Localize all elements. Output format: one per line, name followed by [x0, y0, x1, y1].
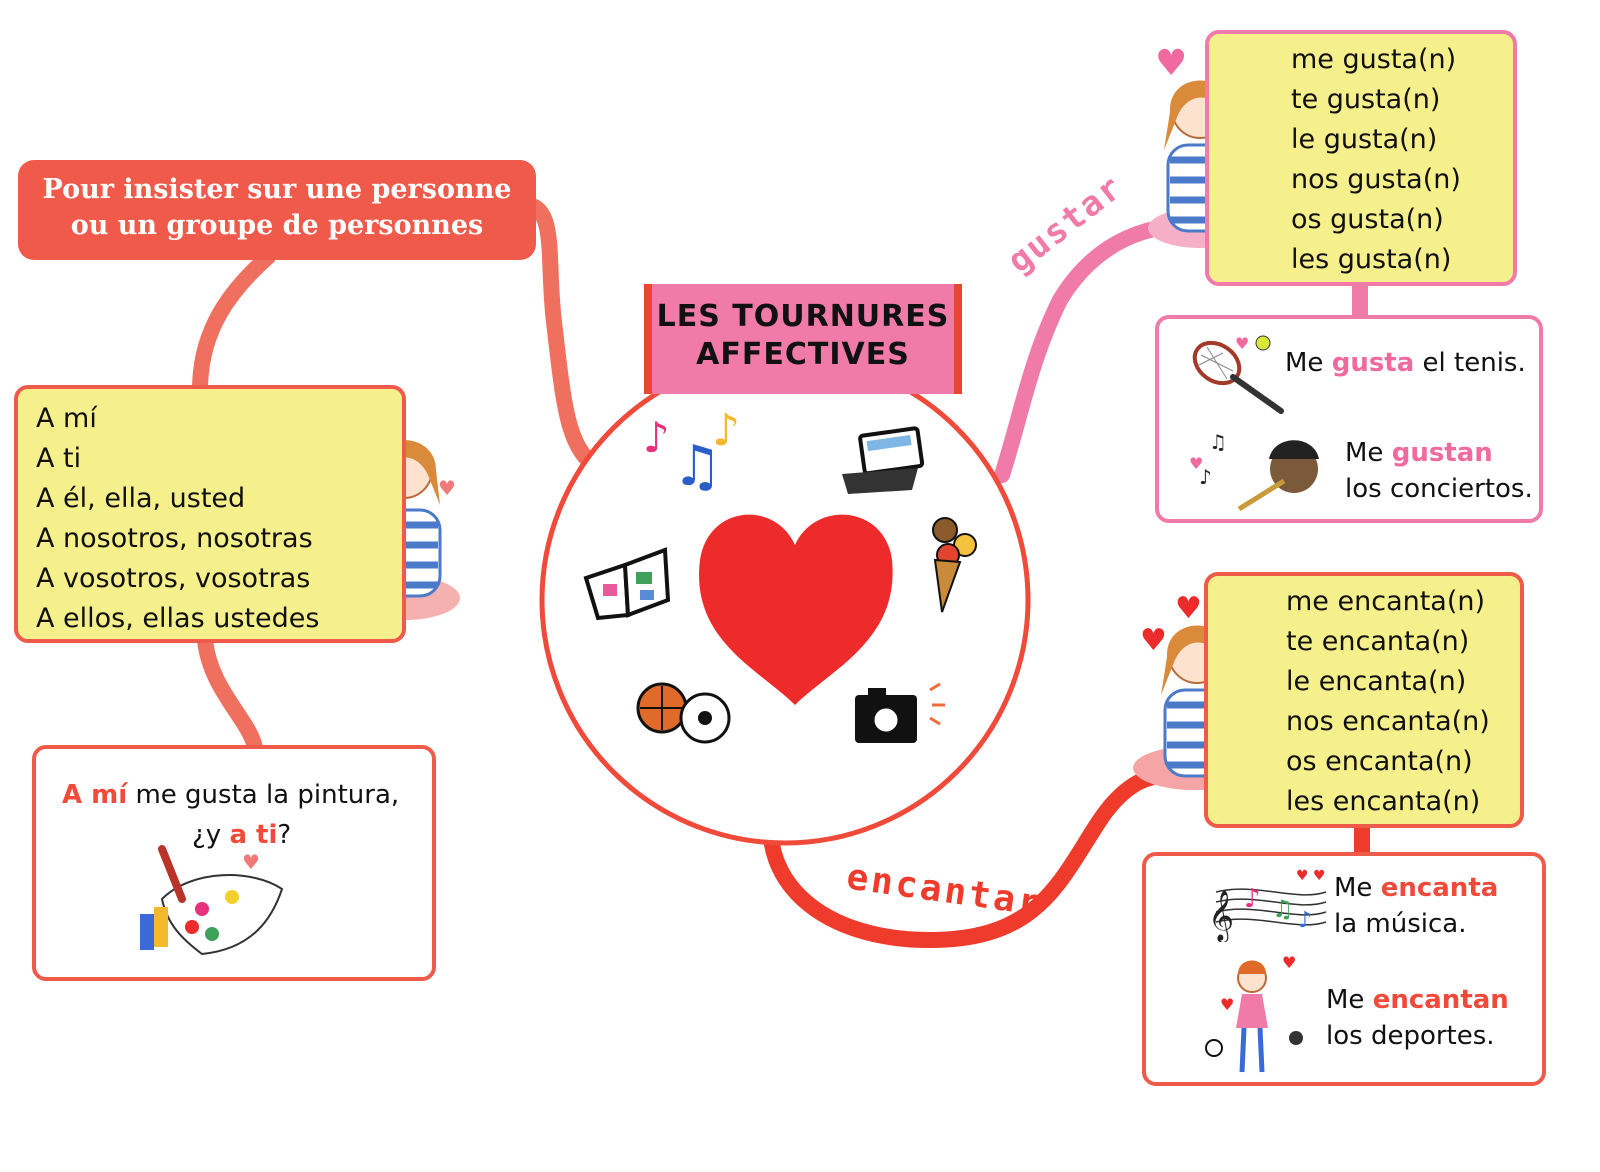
- gustar-form: les gusta(n): [1291, 244, 1452, 275]
- camera-icon: [855, 682, 945, 743]
- example-y: ¿y: [192, 820, 230, 850]
- encantar-example-2: Me encantan los deportes.: [1326, 982, 1509, 1054]
- example-question: ?: [277, 820, 292, 850]
- svg-text:♪: ♪: [1298, 908, 1312, 933]
- svg-text:♫: ♫: [672, 434, 722, 499]
- gustar-example-1: Me gusta el tenis.: [1285, 345, 1526, 381]
- ex-verb: encanta: [1380, 873, 1499, 903]
- example-left-line-1: A mí me gusta la pintura,: [62, 777, 399, 813]
- svg-text:♫: ♫: [1272, 895, 1294, 923]
- ex-post: el tenis.: [1414, 348, 1526, 378]
- gustar-form: os gusta(n): [1291, 204, 1444, 235]
- svg-text:♥: ♥: [1175, 591, 1202, 626]
- singer-icon: ♫ ♪ ♥: [1189, 430, 1319, 512]
- svg-text:♥: ♥: [1235, 334, 1249, 353]
- encantar-form: le encanta(n): [1286, 666, 1467, 697]
- svg-text:♥: ♥: [438, 476, 456, 500]
- pronouns-box: A mí A ti A él, ella, usted A nosotros, …: [14, 385, 406, 643]
- svg-text:♥: ♥: [242, 850, 260, 874]
- pronoun-item: A ellos, ellas ustedes: [36, 603, 320, 634]
- connector-encantar: [762, 770, 1158, 949]
- connector-gustar: [994, 222, 1158, 483]
- gustar-forms-box: me gusta(n) te gusta(n) le gusta(n) nos …: [1205, 30, 1517, 286]
- gustar-form: le gusta(n): [1291, 124, 1438, 155]
- encantar-form: os encanta(n): [1286, 746, 1473, 777]
- ex-pre: Me: [1285, 348, 1332, 378]
- svg-text:♥ ♥: ♥ ♥: [1296, 868, 1326, 884]
- encantar-form: te encanta(n): [1286, 626, 1470, 657]
- example-a-ti: a ti: [229, 820, 278, 850]
- svg-text:♪: ♪: [643, 413, 670, 462]
- example-left-rest: me gusta la pintura,: [127, 780, 400, 810]
- ex-post: los deportes.: [1326, 1021, 1495, 1051]
- gustar-form: te gusta(n): [1291, 84, 1441, 115]
- gustar-form: me gusta(n): [1291, 44, 1457, 75]
- insist-line-1: Pour insister sur une personne: [42, 174, 512, 205]
- ex-pre: Me: [1326, 985, 1373, 1015]
- laptop-icon: [842, 426, 925, 494]
- svg-text:♥: ♥: [1220, 995, 1234, 1014]
- encantar-form: nos encanta(n): [1286, 706, 1490, 737]
- encantar-form: les encanta(n): [1286, 786, 1481, 817]
- magazine-icon: [583, 547, 671, 621]
- ex-pre: Me: [1345, 438, 1392, 468]
- svg-text:♥: ♥: [1140, 623, 1167, 658]
- svg-text:♥: ♥: [1155, 43, 1187, 84]
- svg-text:♥: ♥: [1189, 454, 1203, 473]
- ice-cream-icon: [932, 517, 977, 613]
- connector-insist: [512, 196, 608, 478]
- heart-icon: [699, 514, 893, 705]
- sports-girl-icon: ♥ ♥: [1205, 953, 1303, 1073]
- gustar-form: nos gusta(n): [1291, 164, 1461, 195]
- svg-text:♪: ♪: [1199, 465, 1212, 489]
- example-left-box: A mí me gusta la pintura, ¿y a ti? ♥: [32, 745, 436, 981]
- pronoun-item: A ti: [36, 443, 82, 474]
- encantar-forms-box: me encanta(n) te encanta(n) le encanta(n…: [1204, 572, 1524, 828]
- encantar-form: me encanta(n): [1286, 586, 1486, 617]
- paint-palette-icon: ♥: [140, 845, 284, 956]
- example-left-line-2: ¿y a ti?: [192, 817, 291, 853]
- ex-verb: encantan: [1372, 985, 1509, 1015]
- example-a-mi: A mí: [62, 780, 128, 810]
- pronoun-item: A nosotros, nosotras: [36, 523, 313, 554]
- connector-pronouns-example: [197, 638, 263, 751]
- music-notes-icon: ♪ ♫ ♪: [643, 405, 740, 499]
- title-banner: LES TOURNURES AFFECTIVES: [644, 284, 962, 394]
- encantar-examples-box: 𝄞 ♪ ♫ ♪ ♥ ♥ Me encanta la música. ♥ ♥ Me…: [1142, 852, 1546, 1086]
- music-staff-icon: 𝄞 ♪ ♫ ♪ ♥ ♥: [1208, 868, 1327, 942]
- svg-text:♪: ♪: [712, 405, 740, 456]
- balls-icon: [636, 682, 731, 744]
- ex-pre: Me: [1334, 873, 1381, 903]
- title-line-1: LES TOURNURES: [656, 299, 950, 334]
- ex-post: los conciertos.: [1345, 474, 1533, 504]
- svg-text:♥: ♥: [1282, 953, 1296, 972]
- title-line-2: AFFECTIVES: [696, 337, 910, 372]
- connector-insist-pronouns: [192, 248, 276, 391]
- ex-verb: gustan: [1391, 438, 1493, 468]
- ex-post: la música.: [1334, 909, 1467, 939]
- pronoun-item: A mí: [36, 403, 97, 434]
- insist-line-2: ou un groupe de personnes: [70, 210, 484, 241]
- svg-text:♪: ♪: [1244, 884, 1261, 914]
- svg-text:𝄞: 𝄞: [1208, 890, 1234, 942]
- tennis-racket-icon: ♥: [1192, 334, 1284, 414]
- gustar-example-2: Me gustan los conciertos.: [1345, 435, 1533, 507]
- pronoun-item: A vosotros, vosotras: [36, 563, 311, 594]
- gustar-examples-box: ♥ Me gusta el tenis. ♫ ♪ ♥ Me gustan los…: [1155, 315, 1543, 523]
- encantar-example-1: Me encanta la música.: [1334, 870, 1498, 942]
- insist-label-box: Pour insister sur une personne ou un gro…: [18, 160, 536, 260]
- svg-text:♫: ♫: [1209, 430, 1227, 454]
- pronoun-item: A él, ella, usted: [36, 483, 246, 514]
- ex-verb: gusta: [1331, 348, 1415, 378]
